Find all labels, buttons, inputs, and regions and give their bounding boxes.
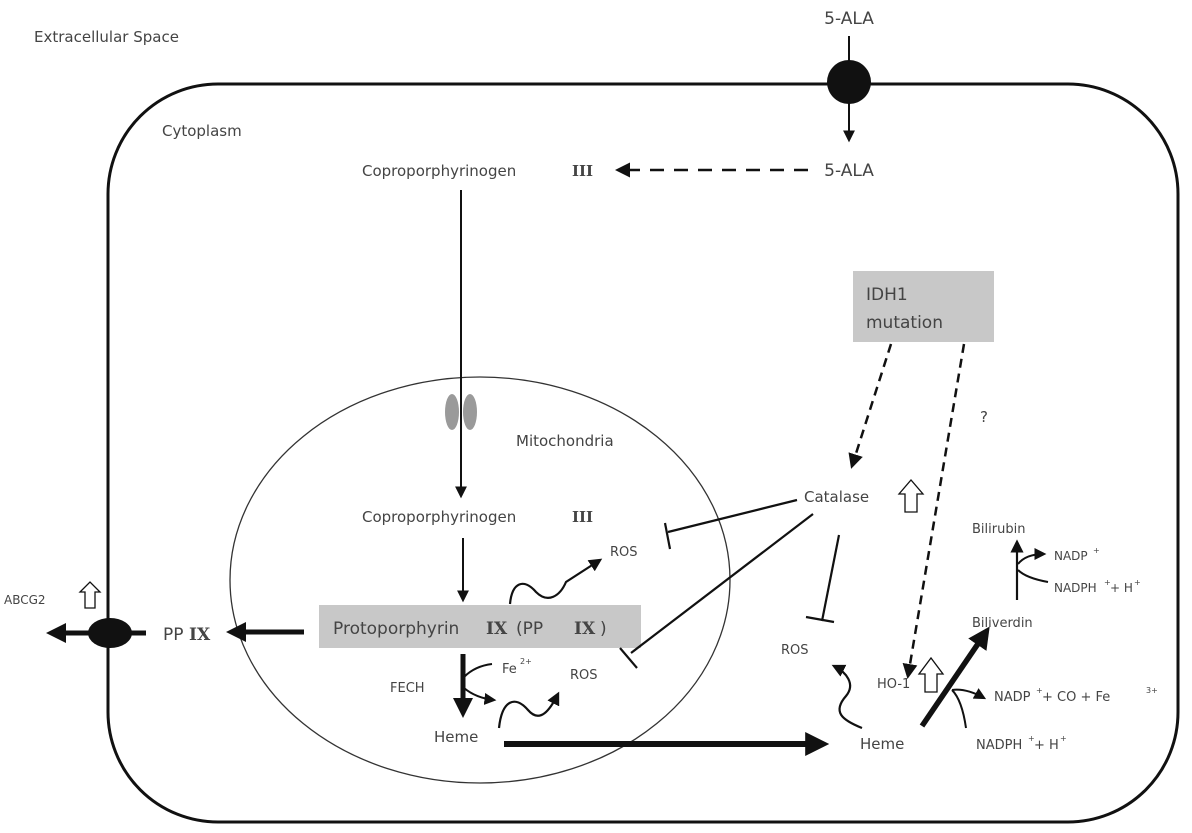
bvr-substrate-curve <box>1017 569 1049 583</box>
copro-mito-node: Coproporphyrinogen III <box>362 508 593 526</box>
bilirubin-label: Bilirubin <box>972 522 1025 537</box>
svg-text:Fe: Fe <box>502 662 517 677</box>
unknown-link-question-mark: ? <box>980 408 988 426</box>
svg-text:NADP: NADP <box>1054 549 1088 563</box>
svg-text:+: + <box>1104 578 1111 587</box>
extracellular-space-label: Extracellular Space <box>34 28 179 46</box>
svg-text:Coproporphyrinogen: Coproporphyrinogen <box>362 162 516 180</box>
svg-text:(PP: (PP <box>516 619 543 639</box>
svg-text:+: + <box>1028 734 1035 743</box>
inhibit-bar-ros-upper <box>663 522 672 550</box>
fe-consume-curve <box>463 687 497 705</box>
fe2-label: Fe 2+ <box>502 657 532 677</box>
catalase-inhibits-ros-cyto <box>820 534 841 622</box>
ppix-node: Protoporphyrin IX (PP IX ) <box>333 619 607 639</box>
svg-text:IX: IX <box>574 619 596 639</box>
svg-text:): ) <box>600 619 607 639</box>
bvr-product-curve <box>1017 548 1047 565</box>
ho-products-label: NADP + + CO + Fe 3+ <box>994 686 1158 705</box>
inhibit-bar-ros-lower <box>619 647 638 669</box>
cell-membrane <box>106 82 1180 824</box>
cytoplasm-label: Cytoplasm <box>162 122 242 140</box>
svg-text:+: + <box>1134 578 1141 587</box>
catalase-upregulation-icon <box>897 479 925 513</box>
ho-substrate-curve <box>951 689 967 729</box>
ho1-label: HO-1 <box>877 677 910 692</box>
catalase-inhibits-ros-lower <box>630 513 814 654</box>
svg-text:+: + <box>1036 686 1043 695</box>
svg-text:IX: IX <box>486 619 508 639</box>
svg-text:Protoporphyrin: Protoporphyrin <box>333 619 459 639</box>
fe-input-curve <box>463 663 493 678</box>
mitochondria-label: Mitochondria <box>516 432 614 450</box>
svg-text:+ CO + Fe: + CO + Fe <box>1042 690 1110 705</box>
svg-text:NADPH: NADPH <box>1054 581 1097 595</box>
ho1-upregulation-icon <box>917 656 945 693</box>
ros-mito-lower-label: ROS <box>570 668 598 683</box>
heme-cyto-label: Heme <box>860 735 904 753</box>
biliverdin-label: Biliverdin <box>972 616 1033 631</box>
ros-cyto-label: ROS <box>781 643 809 658</box>
ala-transporter <box>827 60 871 104</box>
ppix-ros-squiggle <box>508 558 603 605</box>
bvr-nadp-label: NADP + <box>1054 546 1100 563</box>
svg-text:NADP: NADP <box>994 690 1031 705</box>
svg-text:Coproporphyrinogen: Coproporphyrinogen <box>362 508 516 526</box>
idh1-label: IDH1 <box>866 285 908 305</box>
catalase-label: Catalase <box>804 488 869 506</box>
ppix-exported-node: PP IX <box>163 625 211 645</box>
ppix-highlight-box <box>319 605 641 648</box>
svg-text:+ H: + H <box>1110 581 1133 595</box>
mitochondrion-membrane <box>229 376 731 784</box>
idh1-to-catalase-dashed-arrow <box>848 343 893 469</box>
ho-product-curve <box>951 688 987 700</box>
heme-ros-squiggle-mito <box>497 691 560 729</box>
ho-substrates-label: NADPH + + H + <box>976 734 1067 753</box>
heme-mito-label: Heme <box>434 728 478 746</box>
svg-text:+: + <box>1093 546 1100 555</box>
svg-text:3+: 3+ <box>1146 686 1158 695</box>
ros-mito-upper-label: ROS <box>610 545 638 560</box>
svg-text:NADPH: NADPH <box>976 738 1022 753</box>
abcg2-transporter <box>88 618 132 648</box>
svg-text:PP: PP <box>163 625 184 645</box>
catalase-inhibits-ros-upper <box>667 498 798 534</box>
heme-to-biliverdin-arrow <box>919 626 990 728</box>
svg-text:III: III <box>572 162 593 180</box>
idh1-mutation-box <box>853 271 994 342</box>
svg-text:IX: IX <box>189 625 211 645</box>
mutation-label: mutation <box>866 313 943 333</box>
inhibit-bar-ros-cyto <box>805 615 835 624</box>
ala-outside-label: 5-ALA <box>824 9 874 29</box>
mitochondrial-channel <box>445 392 477 432</box>
abcg2-upregulation-icon <box>78 581 102 609</box>
svg-text:+: + <box>1060 734 1067 743</box>
abcg2-label: ABCG2 <box>4 593 46 607</box>
copro-cyto-node: Coproporphyrinogen III <box>362 162 593 180</box>
heme-ros-squiggle-cyto <box>831 664 863 730</box>
fech-label: FECH <box>390 681 425 696</box>
svg-text:+ H: + H <box>1034 738 1059 753</box>
svg-text:III: III <box>572 508 593 526</box>
bvr-nadph-label: NADPH + + H + <box>1054 578 1141 595</box>
idh1-to-ho1-dashed-arrow <box>902 343 966 679</box>
ala-inside-label: 5-ALA <box>824 161 874 181</box>
svg-text:2+: 2+ <box>520 657 532 666</box>
